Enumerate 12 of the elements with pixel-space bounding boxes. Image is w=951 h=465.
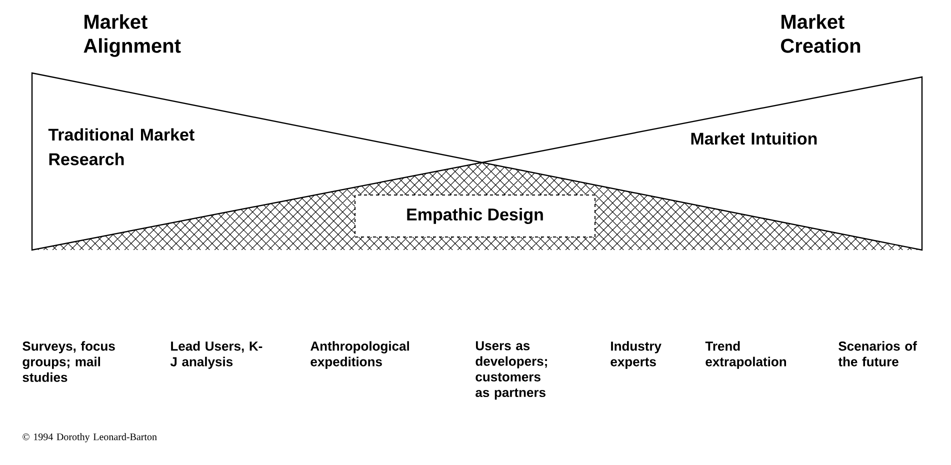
method-label: Trend extrapolation: [705, 341, 786, 369]
method-label: Users as developers; customers as partners: [476, 341, 547, 400]
method-label: Surveys, focus groups; mail studies: [22, 341, 115, 382]
label-box: Empathic Design: [354, 194, 596, 238]
method-label: Anthropological expeditions: [310, 341, 409, 369]
method-label: Scenarios of the future: [838, 341, 917, 366]
method-label: Lead Users, K-J analysis: [170, 341, 262, 369]
heading: Market Alignment: [84, 14, 181, 57]
heading: Market Creation: [781, 14, 860, 53]
copyright-note: © 1994 Dorothy Leonard-Barton: [22, 433, 157, 442]
region-label: Traditional Market Research: [48, 128, 194, 166]
method-label: Industry experts: [610, 341, 662, 369]
